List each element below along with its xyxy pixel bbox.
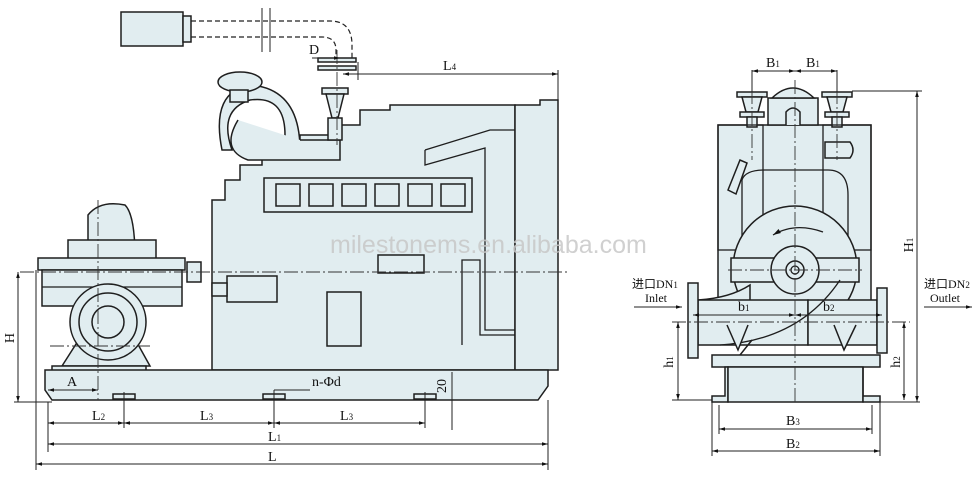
dim-L3-left: L3 [200,409,214,424]
dim-L2: L2 [92,409,105,424]
dim-h1: h1 [662,356,677,368]
inlet-label-cn: 进口DN1 [632,277,678,291]
outlet-label-cn: 进口DN2 [924,277,970,291]
outlet-label-en: Outlet [930,291,961,305]
end-view: B1 B1 H1 b1 b2 h1 h2 B3 B2 进口DN1 Inlet 进… [632,56,972,456]
base-frame [44,369,549,401]
dim-H: H [3,333,18,343]
dim-h2: h2 [889,356,904,368]
dim-L1: L1 [268,430,281,445]
watermark: milestonems.en.alibaba.com [330,231,647,259]
dim-B1-left: B1 [766,56,780,71]
dim-H1: H1 [902,238,917,253]
dim-holes: n-Φd [312,375,341,390]
dim-b1: b1 [738,300,750,315]
dim-B1-right: B1 [806,56,820,71]
dim-b2: b2 [823,300,835,315]
side-view: H A n-Φd 20 L2 L3 L3 L1 L L4 D [3,8,570,470]
pump [37,203,186,372]
dim-L: L [268,450,277,465]
dim-A: A [67,375,78,390]
muffler [120,11,184,47]
end-base [727,366,864,403]
engine [211,104,516,371]
dim-L3-right: L3 [340,409,354,424]
engine-cylinders [263,177,473,213]
dim-20: 20 [435,379,450,393]
dim-B3: B3 [786,414,800,429]
dim-B2: B2 [786,437,800,452]
dim-L4: L4 [443,59,457,74]
dim-D: D [309,43,319,58]
inlet-label-en: Inlet [645,291,668,305]
